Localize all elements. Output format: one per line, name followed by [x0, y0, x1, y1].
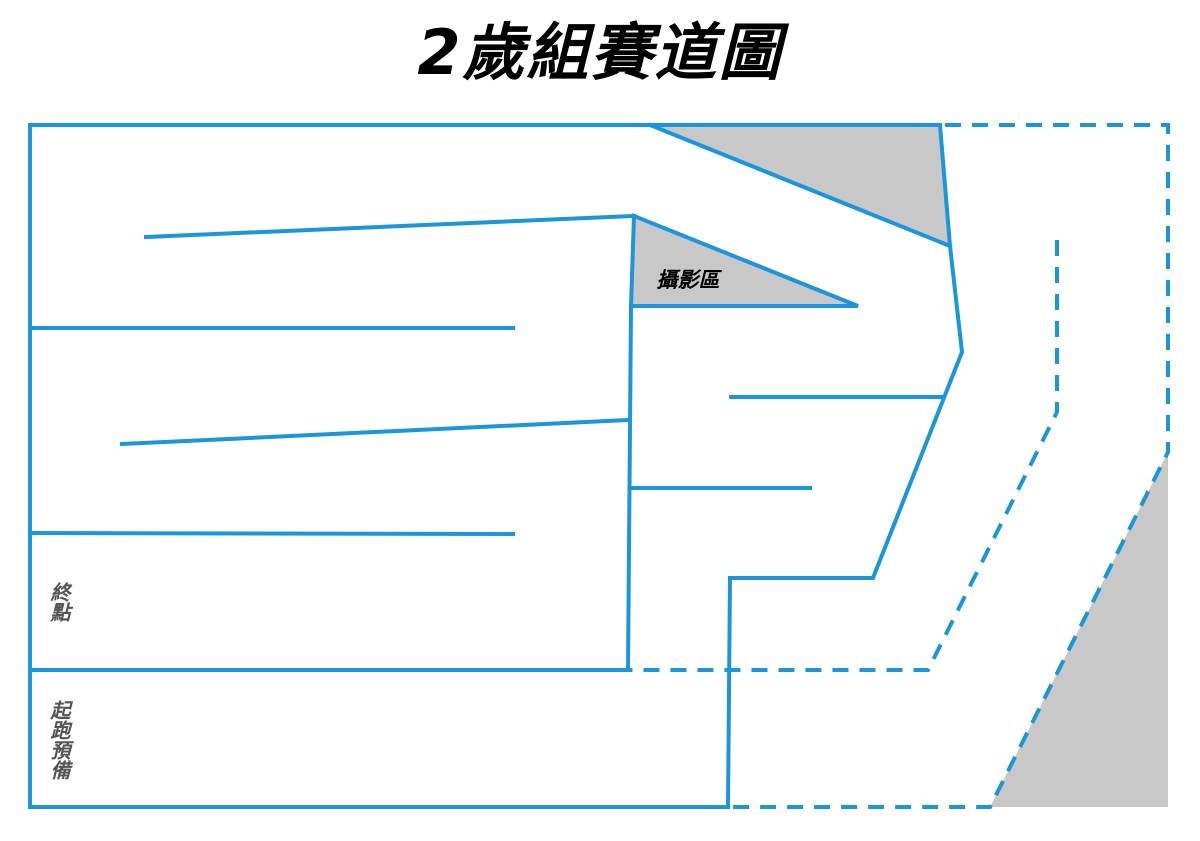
lane-line-3	[119, 417, 631, 447]
start-prep-label: 起跑預備	[46, 700, 71, 780]
right-slanted-wall	[725, 122, 965, 810]
dashed-outer-boundary	[730, 123, 1170, 809]
dashed-inner-boundary	[630, 240, 1059, 672]
photo-area-border	[628, 213, 859, 308]
lane-line-1	[143, 213, 637, 240]
outer-boundary-wall	[28, 123, 942, 809]
lane-line-4	[27, 530, 516, 537]
photo-area-label: 攝影區	[657, 268, 723, 292]
finish-label: 終點	[47, 582, 71, 623]
top-diagonal-wall	[647, 122, 953, 249]
page-title: 2歲組賽道圖	[417, 16, 783, 89]
